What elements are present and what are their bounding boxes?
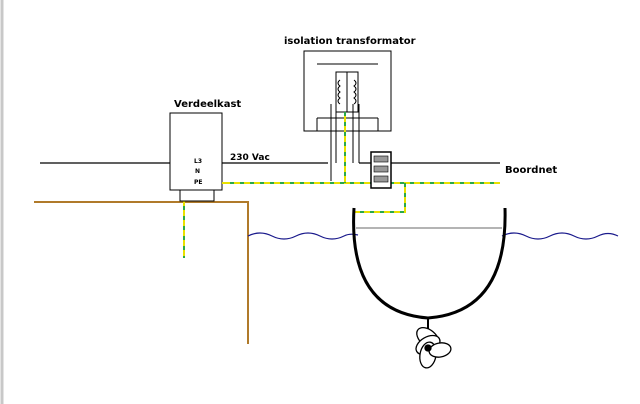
propeller-icon <box>415 326 452 369</box>
terminal-pe: PE <box>194 179 203 186</box>
transformer-label: isolation transformator <box>284 36 416 47</box>
pe-hull-link-green <box>354 183 406 213</box>
distribution-box <box>169 112 230 202</box>
shore-net-label: Boordnet <box>505 165 557 176</box>
boat-hull <box>352 207 507 338</box>
earth-line <box>34 201 249 344</box>
isolation-transformer <box>303 50 392 183</box>
voltage-label: 230 Vac <box>230 153 270 163</box>
terminal-block <box>370 151 392 189</box>
distribution-box-label: Verdeelkast <box>174 99 241 110</box>
terminal-n: N <box>195 168 200 175</box>
water-line <box>247 232 619 240</box>
terminal-l3: L3 <box>194 158 202 165</box>
